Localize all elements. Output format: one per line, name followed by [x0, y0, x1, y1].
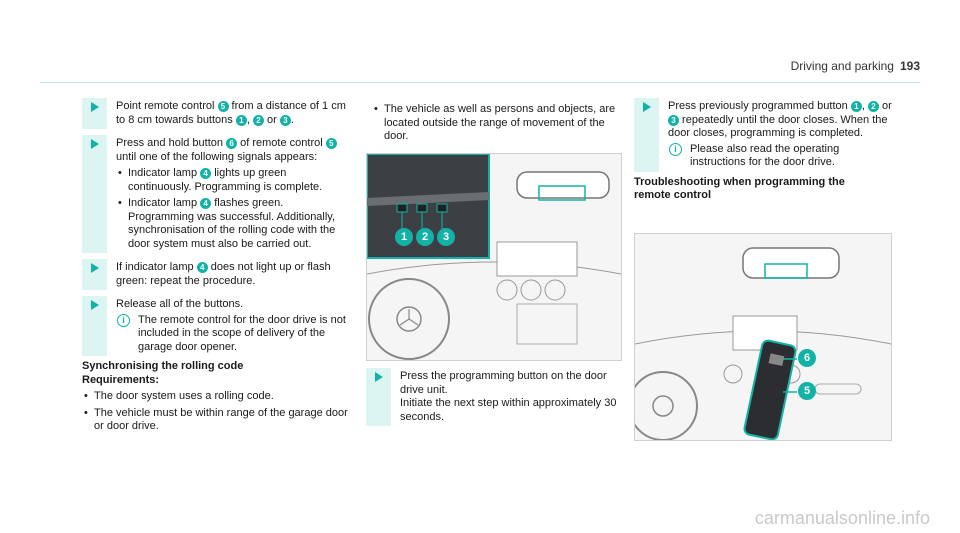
step-arrow-icon: [91, 139, 99, 149]
requirement-item: • The door system uses a rolling code.: [82, 390, 352, 404]
text: If indicator lamp: [116, 261, 197, 273]
text: flashes green. Programming was successfu…: [128, 197, 336, 250]
troubleshooting-heading: Troubleshooting when programming the rem…: [634, 176, 892, 203]
requirement-item: • The vehicle must be within range of the…: [82, 407, 352, 434]
text: Indicator lamp: [128, 197, 201, 209]
signal-item: • Indicator lamp 4 lights up green conti…: [116, 167, 352, 194]
step-press-door-drive: Press the programming button on the door…: [366, 368, 622, 426]
info-icon: i: [117, 313, 130, 327]
text: ,: [861, 100, 868, 112]
callout-row: 1 2 3: [395, 228, 455, 246]
callout-6: 6: [226, 138, 238, 149]
precondition-item: • The vehicle as well as persons and obje…: [372, 103, 622, 144]
callout-2: 2: [867, 101, 879, 112]
text: Press previously programmed button: [668, 100, 851, 112]
bullet-dot: •: [374, 103, 378, 115]
remote-illustration: [635, 234, 891, 440]
step-point-remote: Point remote control 5 from a distance o…: [82, 98, 352, 129]
callout-4: 4: [200, 168, 212, 179]
running-header: Driving and parking 193: [790, 59, 920, 74]
step-arrow-icon: [91, 102, 99, 112]
text: The vehicle must be within range of the …: [94, 406, 348, 433]
requirements-heading: Requirements:: [82, 373, 160, 386]
callout-2: 2: [416, 228, 434, 246]
dashboard-illustration: [367, 154, 621, 360]
callout-2: 2: [252, 114, 264, 126]
text: ,: [246, 113, 253, 126]
text: does not light up or flash green: repeat…: [116, 261, 331, 287]
callout-6: 6: [798, 349, 816, 367]
step-release: Release all of the buttons. i The remote…: [82, 296, 352, 356]
column-right: Press previously programmed button 1, 2 …: [634, 98, 892, 203]
step-press-programmed: Press previously programmed button 1, 2 …: [634, 98, 892, 172]
bullet-dot: •: [118, 167, 122, 179]
callout-3: 3: [437, 228, 455, 246]
page-number: 193: [899, 59, 920, 73]
bullet-dot: •: [118, 197, 122, 209]
step-arrow-icon: [91, 300, 99, 310]
callout-3: 3: [668, 114, 679, 126]
text: from a distance of 1 cm to 8 cm towards …: [116, 100, 346, 126]
text: .: [290, 113, 294, 126]
text: lights up green continuously. Programmin…: [128, 167, 323, 193]
info-note: i The remote control for the door drive …: [82, 313, 352, 355]
callout-4: 4: [200, 198, 212, 209]
step-arrow-icon: [375, 372, 383, 382]
step-indicator-check: If indicator lamp 4 does not light up or…: [82, 259, 352, 290]
signal-item: • Indicator lamp 4 flashes green. Progra…: [116, 197, 352, 251]
callout-5: 5: [325, 138, 337, 149]
section-heading: Synchronising the rolling code: [82, 360, 244, 372]
callout-1: 1: [850, 101, 862, 112]
info-icon: i: [669, 142, 682, 156]
section-title: Driving and parking: [790, 59, 894, 73]
figure-remote-control: 6 5: [634, 233, 892, 441]
text: Indicator lamp: [128, 167, 201, 179]
watermark-text: carmanualsonline.info: [754, 507, 930, 528]
text: Troubleshooting when programming the: [634, 175, 845, 188]
text: of remote control: [237, 137, 326, 149]
column-middle: • The vehicle as well as persons and obje…: [366, 100, 622, 144]
bullet-dot: •: [84, 390, 88, 402]
page-header: Driving and parking 193: [40, 58, 920, 83]
text: Please also read the operating instructi…: [690, 142, 840, 169]
callout-3: 3: [279, 114, 291, 126]
column-left: Point remote control 5 from a distance o…: [82, 98, 352, 434]
bullet-dot: •: [84, 406, 88, 419]
text: The vehicle as well as persons and objec…: [384, 103, 616, 142]
text: Press the programming button on the door…: [400, 370, 607, 396]
figure-programming-buttons: 1 2 3: [366, 153, 622, 361]
text: Press and hold button: [116, 137, 227, 149]
text: until one of the following signals appea…: [116, 150, 318, 163]
step-arrow-icon: [643, 102, 651, 112]
callout-5: 5: [798, 382, 816, 400]
text: Point remote control: [116, 100, 218, 112]
text: repeatedly until the door closes. When t…: [668, 113, 888, 140]
text: The door system uses a rolling code.: [94, 390, 274, 402]
callout-1: 1: [235, 114, 247, 126]
text: remote control: [634, 189, 712, 201]
callout-4: 4: [196, 262, 208, 273]
info-note: i Please also read the operating instruc…: [634, 142, 892, 170]
callout-5: 5: [217, 101, 229, 112]
step-arrow-icon: [91, 263, 99, 273]
step-press-hold: Press and hold button 6 of remote contro…: [82, 135, 352, 253]
step-band: [82, 135, 107, 253]
text: The remote control for the door drive is…: [138, 313, 346, 353]
text: Release all of the buttons.: [116, 298, 244, 310]
text: or: [263, 113, 280, 126]
text: or: [878, 100, 892, 112]
text: Initiate the next step within approximat…: [400, 397, 617, 423]
callout-1: 1: [395, 228, 413, 246]
